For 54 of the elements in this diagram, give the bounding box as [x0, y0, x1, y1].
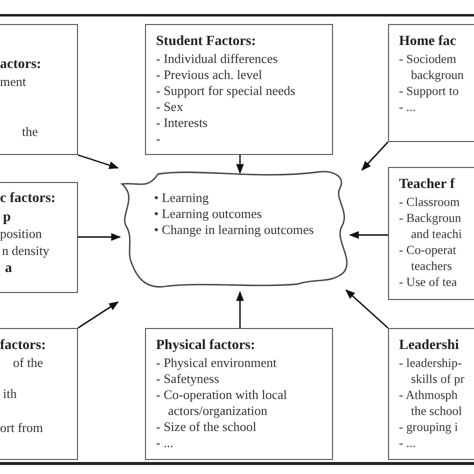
arrow	[345, 289, 388, 329]
box-heading: Home fac	[399, 33, 458, 51]
factor-box	[145, 328, 333, 460]
text-fragment: ith	[3, 386, 17, 402]
text-fragment: n density	[2, 243, 50, 259]
box-heading: Teacher f	[399, 176, 456, 194]
arrow	[78, 154, 119, 169]
list-item: - Safetyness	[156, 371, 220, 387]
box-heading: c factors:	[0, 190, 56, 208]
box-heading: Student Factors:	[156, 33, 257, 51]
text-fragment: of the	[13, 355, 43, 371]
list-item: - Individual differences	[156, 51, 279, 67]
factor-box	[388, 167, 474, 300]
arrow	[349, 231, 388, 239]
list-item: - Interests	[156, 115, 209, 131]
factor-box	[388, 328, 474, 460]
arrow	[361, 142, 389, 171]
arrow	[78, 301, 119, 329]
list-item: - Support to	[399, 83, 460, 99]
list-item: - Previous ach. level	[156, 67, 264, 83]
box-heading: actors:	[0, 56, 42, 74]
list-item: - Co-operat teachers	[399, 242, 458, 274]
factor-box	[145, 24, 333, 155]
text-fragment: ort from	[0, 420, 43, 436]
text-fragment: ment	[0, 74, 26, 90]
list-item: - ...	[156, 435, 174, 451]
list-item: - Sex	[156, 99, 184, 115]
list-item: -	[156, 131, 162, 147]
list-item: - grouping i	[399, 419, 460, 435]
list-item: - leadership- skills of pr	[399, 355, 466, 387]
factor-box	[388, 24, 474, 142]
factor-box	[0, 24, 78, 155]
list-item: - ...	[399, 435, 417, 451]
list-item: - Backgroun and teachi	[399, 210, 464, 242]
list-item: - Use of tea	[399, 274, 458, 290]
text-fragment: position	[0, 226, 42, 242]
list-item: - Classroom	[399, 194, 461, 210]
arrow	[78, 233, 121, 241]
factor-box	[0, 182, 78, 293]
box-heading: factors:	[0, 337, 46, 355]
list-item: - Co-operation with local actors/organization	[156, 387, 288, 419]
factor-box	[0, 328, 78, 460]
list-item: - Athmosph the school	[399, 387, 464, 419]
text-fragment: the	[22, 124, 38, 140]
list-item: - Physical environment	[156, 355, 278, 371]
text-fragment: p	[3, 209, 11, 227]
text-fragment: a	[5, 260, 12, 278]
list-item: - Support for special needs	[156, 83, 296, 99]
list-item: - ...	[399, 99, 417, 115]
list-item: - Size of the school	[156, 419, 258, 435]
list-item: - Sociodem backgroun	[399, 51, 465, 83]
arrow	[236, 291, 244, 328]
box-heading: Physical factors:	[156, 337, 256, 355]
box-heading: Leadershi	[399, 337, 460, 355]
